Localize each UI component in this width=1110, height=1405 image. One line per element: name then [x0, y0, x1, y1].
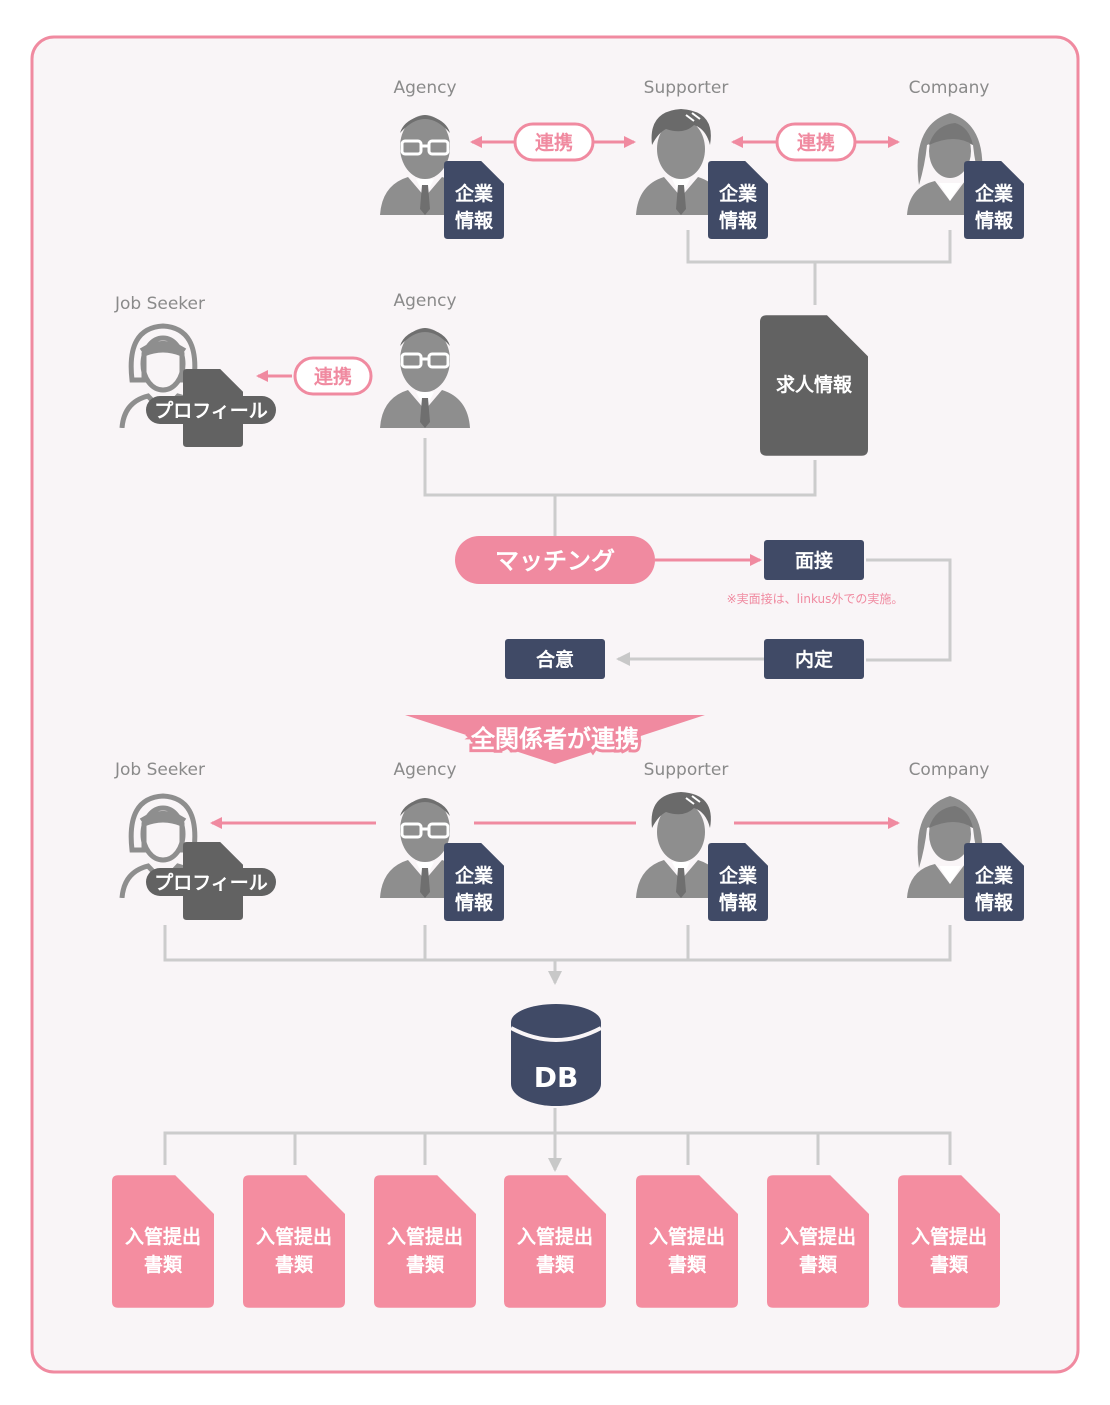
interview-box: 面接 [764, 540, 864, 580]
svg-text:全関係者が連携: 全関係者が連携 [470, 725, 639, 753]
svg-text:企業: 企業 [974, 864, 1014, 887]
collab-badge: 連携 [775, 122, 857, 162]
company-info-doc: 企業 情報 [444, 161, 504, 239]
document-label-line2: 書類 [406, 1254, 445, 1276]
svg-text:情報: 情報 [975, 209, 1014, 232]
document-label-line2: 書類 [930, 1254, 969, 1276]
document-label-line1: 入管提出 [780, 1225, 856, 1248]
interview-note: ※実面接は、linkus外での実施。 [727, 591, 904, 606]
svg-text:面接: 面接 [795, 550, 833, 572]
svg-text:プロフィール: プロフィール [154, 399, 268, 422]
role-label-agency: Agency [393, 760, 456, 780]
matching-pill: マッチング [455, 536, 655, 584]
document-label-line1: 入管提出 [125, 1225, 201, 1248]
document-label-line1: 入管提出 [649, 1225, 725, 1248]
company-info-doc: 企業 情報 [964, 843, 1024, 921]
document-label-line1: 入管提出 [911, 1225, 987, 1248]
role-label-agency: Agency [393, 291, 456, 311]
svg-text:企業: 企業 [718, 182, 758, 205]
svg-text:連携: 連携 [797, 131, 835, 154]
database-icon: DB [510, 1004, 602, 1106]
company-info-doc: 企業 情報 [444, 843, 504, 921]
role-label-supporter: Supporter [644, 760, 729, 780]
collab-badge: 連携 [293, 356, 373, 396]
svg-text:企業: 企業 [718, 864, 758, 887]
svg-text:マッチング: マッチング [495, 547, 615, 575]
svg-text:情報: 情報 [455, 209, 494, 232]
document-label-line1: 入管提出 [256, 1225, 332, 1248]
diagram-frame [30, 35, 1080, 1374]
job-info-doc: 求人情報 [760, 315, 868, 456]
collab-badge: 連携 [513, 122, 595, 162]
document-label-line2: 書類 [536, 1254, 575, 1276]
offer-box: 内定 [764, 639, 864, 679]
svg-text:情報: 情報 [719, 209, 758, 232]
document-label-line2: 書類 [799, 1254, 838, 1276]
all-parties-banner: 全関係者が連携 [405, 715, 705, 764]
svg-text:内定: 内定 [795, 648, 833, 671]
svg-text:企業: 企業 [974, 182, 1014, 205]
role-label-job-seeker: Job Seeker [114, 760, 205, 780]
role-label-company: Company [909, 78, 990, 98]
svg-text:連携: 連携 [535, 131, 573, 154]
svg-text:連携: 連携 [314, 365, 352, 388]
role-label-company: Company [909, 760, 990, 780]
company-info-doc: 企業 情報 [708, 161, 768, 239]
company-info-doc: 企業 情報 [708, 843, 768, 921]
role-label-job-seeker: Job Seeker [114, 294, 205, 314]
svg-text:プロフィール: プロフィール [154, 871, 268, 894]
role-label-supporter: Supporter [644, 78, 729, 98]
immigration-documents: 入管提出書類入管提出書類入管提出書類入管提出書類入管提出書類入管提出書類入管提出… [112, 1175, 1000, 1308]
document-label-line1: 入管提出 [387, 1225, 463, 1248]
svg-text:情報: 情報 [719, 891, 758, 914]
svg-text:DB: DB [534, 1061, 579, 1094]
svg-text:合意: 合意 [536, 648, 574, 671]
profile-doc: プロフィール [146, 369, 276, 447]
svg-text:企業: 企業 [454, 182, 494, 205]
agreement-box: 合意 [505, 639, 605, 679]
document-label-line2: 書類 [275, 1254, 314, 1276]
role-label-agency: Agency [393, 78, 456, 98]
company-info-doc: 企業 情報 [964, 161, 1024, 239]
profile-doc: プロフィール [146, 842, 276, 920]
svg-text:企業: 企業 [454, 864, 494, 887]
document-label-line1: 入管提出 [517, 1225, 593, 1248]
svg-text:情報: 情報 [455, 891, 494, 914]
svg-text:求人情報: 求人情報 [776, 373, 853, 396]
document-label-line2: 書類 [668, 1254, 707, 1276]
connector-lines [163, 230, 952, 1165]
document-label-line2: 書類 [144, 1254, 183, 1276]
svg-text:情報: 情報 [975, 891, 1014, 914]
